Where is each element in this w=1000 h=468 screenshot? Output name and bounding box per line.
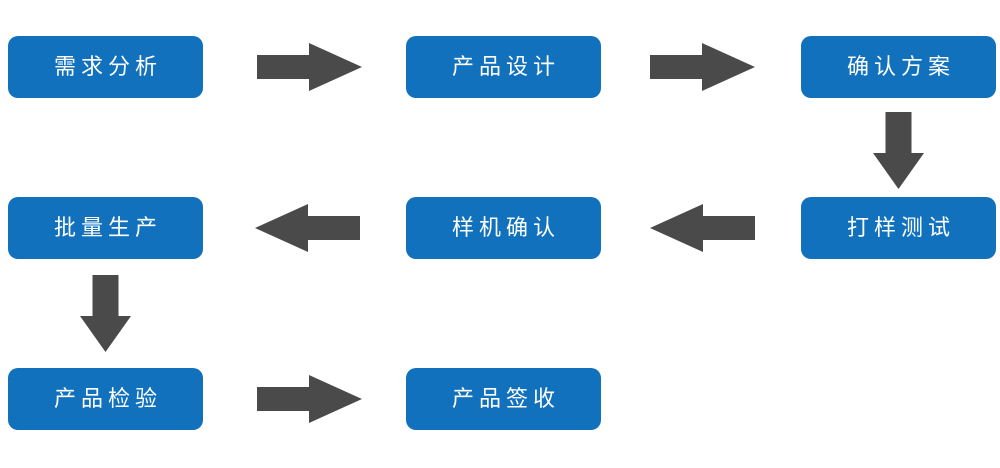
node-mass-production-label: 批量生产: [53, 215, 162, 240]
node-mass-production: 批量生产: [8, 197, 203, 259]
arrow-down-shape: [873, 112, 924, 189]
arrow-right-icon: [257, 375, 362, 423]
arrow-left-shape: [255, 204, 360, 252]
node-product-acceptance: 产品签收: [406, 368, 601, 430]
node-product-inspection-label: 产品检验: [53, 386, 162, 411]
arrow-right-shape: [257, 43, 362, 91]
node-product-inspection: 产品检验: [8, 368, 203, 430]
arrow-down-icon: [873, 112, 924, 189]
arrow-right-shape: [650, 43, 755, 91]
node-sample-testing: 打样测试: [801, 197, 996, 259]
arrow-down-shape: [80, 275, 131, 352]
node-prototype-confirmation: 样机确认: [406, 197, 601, 259]
node-sample-testing-label: 打样测试: [846, 215, 955, 240]
arrow-left-icon: [650, 204, 755, 252]
node-requirements-analysis: 需求分析: [8, 36, 203, 98]
node-product-design-label: 产品设计: [451, 54, 560, 79]
node-requirements-analysis-label: 需求分析: [53, 54, 162, 79]
node-product-acceptance-label: 产品签收: [451, 386, 560, 411]
node-plan-confirmation-label: 确认方案: [846, 54, 955, 79]
node-prototype-confirmation-label: 样机确认: [451, 215, 560, 240]
arrow-right-icon: [257, 43, 362, 91]
arrow-right-icon: [650, 43, 755, 91]
arrow-left-shape: [650, 204, 755, 252]
arrow-left-icon: [255, 204, 360, 252]
arrow-right-shape: [257, 375, 362, 423]
node-plan-confirmation: 确认方案: [801, 36, 996, 98]
arrow-down-icon: [80, 275, 131, 352]
node-product-design: 产品设计: [406, 36, 601, 98]
